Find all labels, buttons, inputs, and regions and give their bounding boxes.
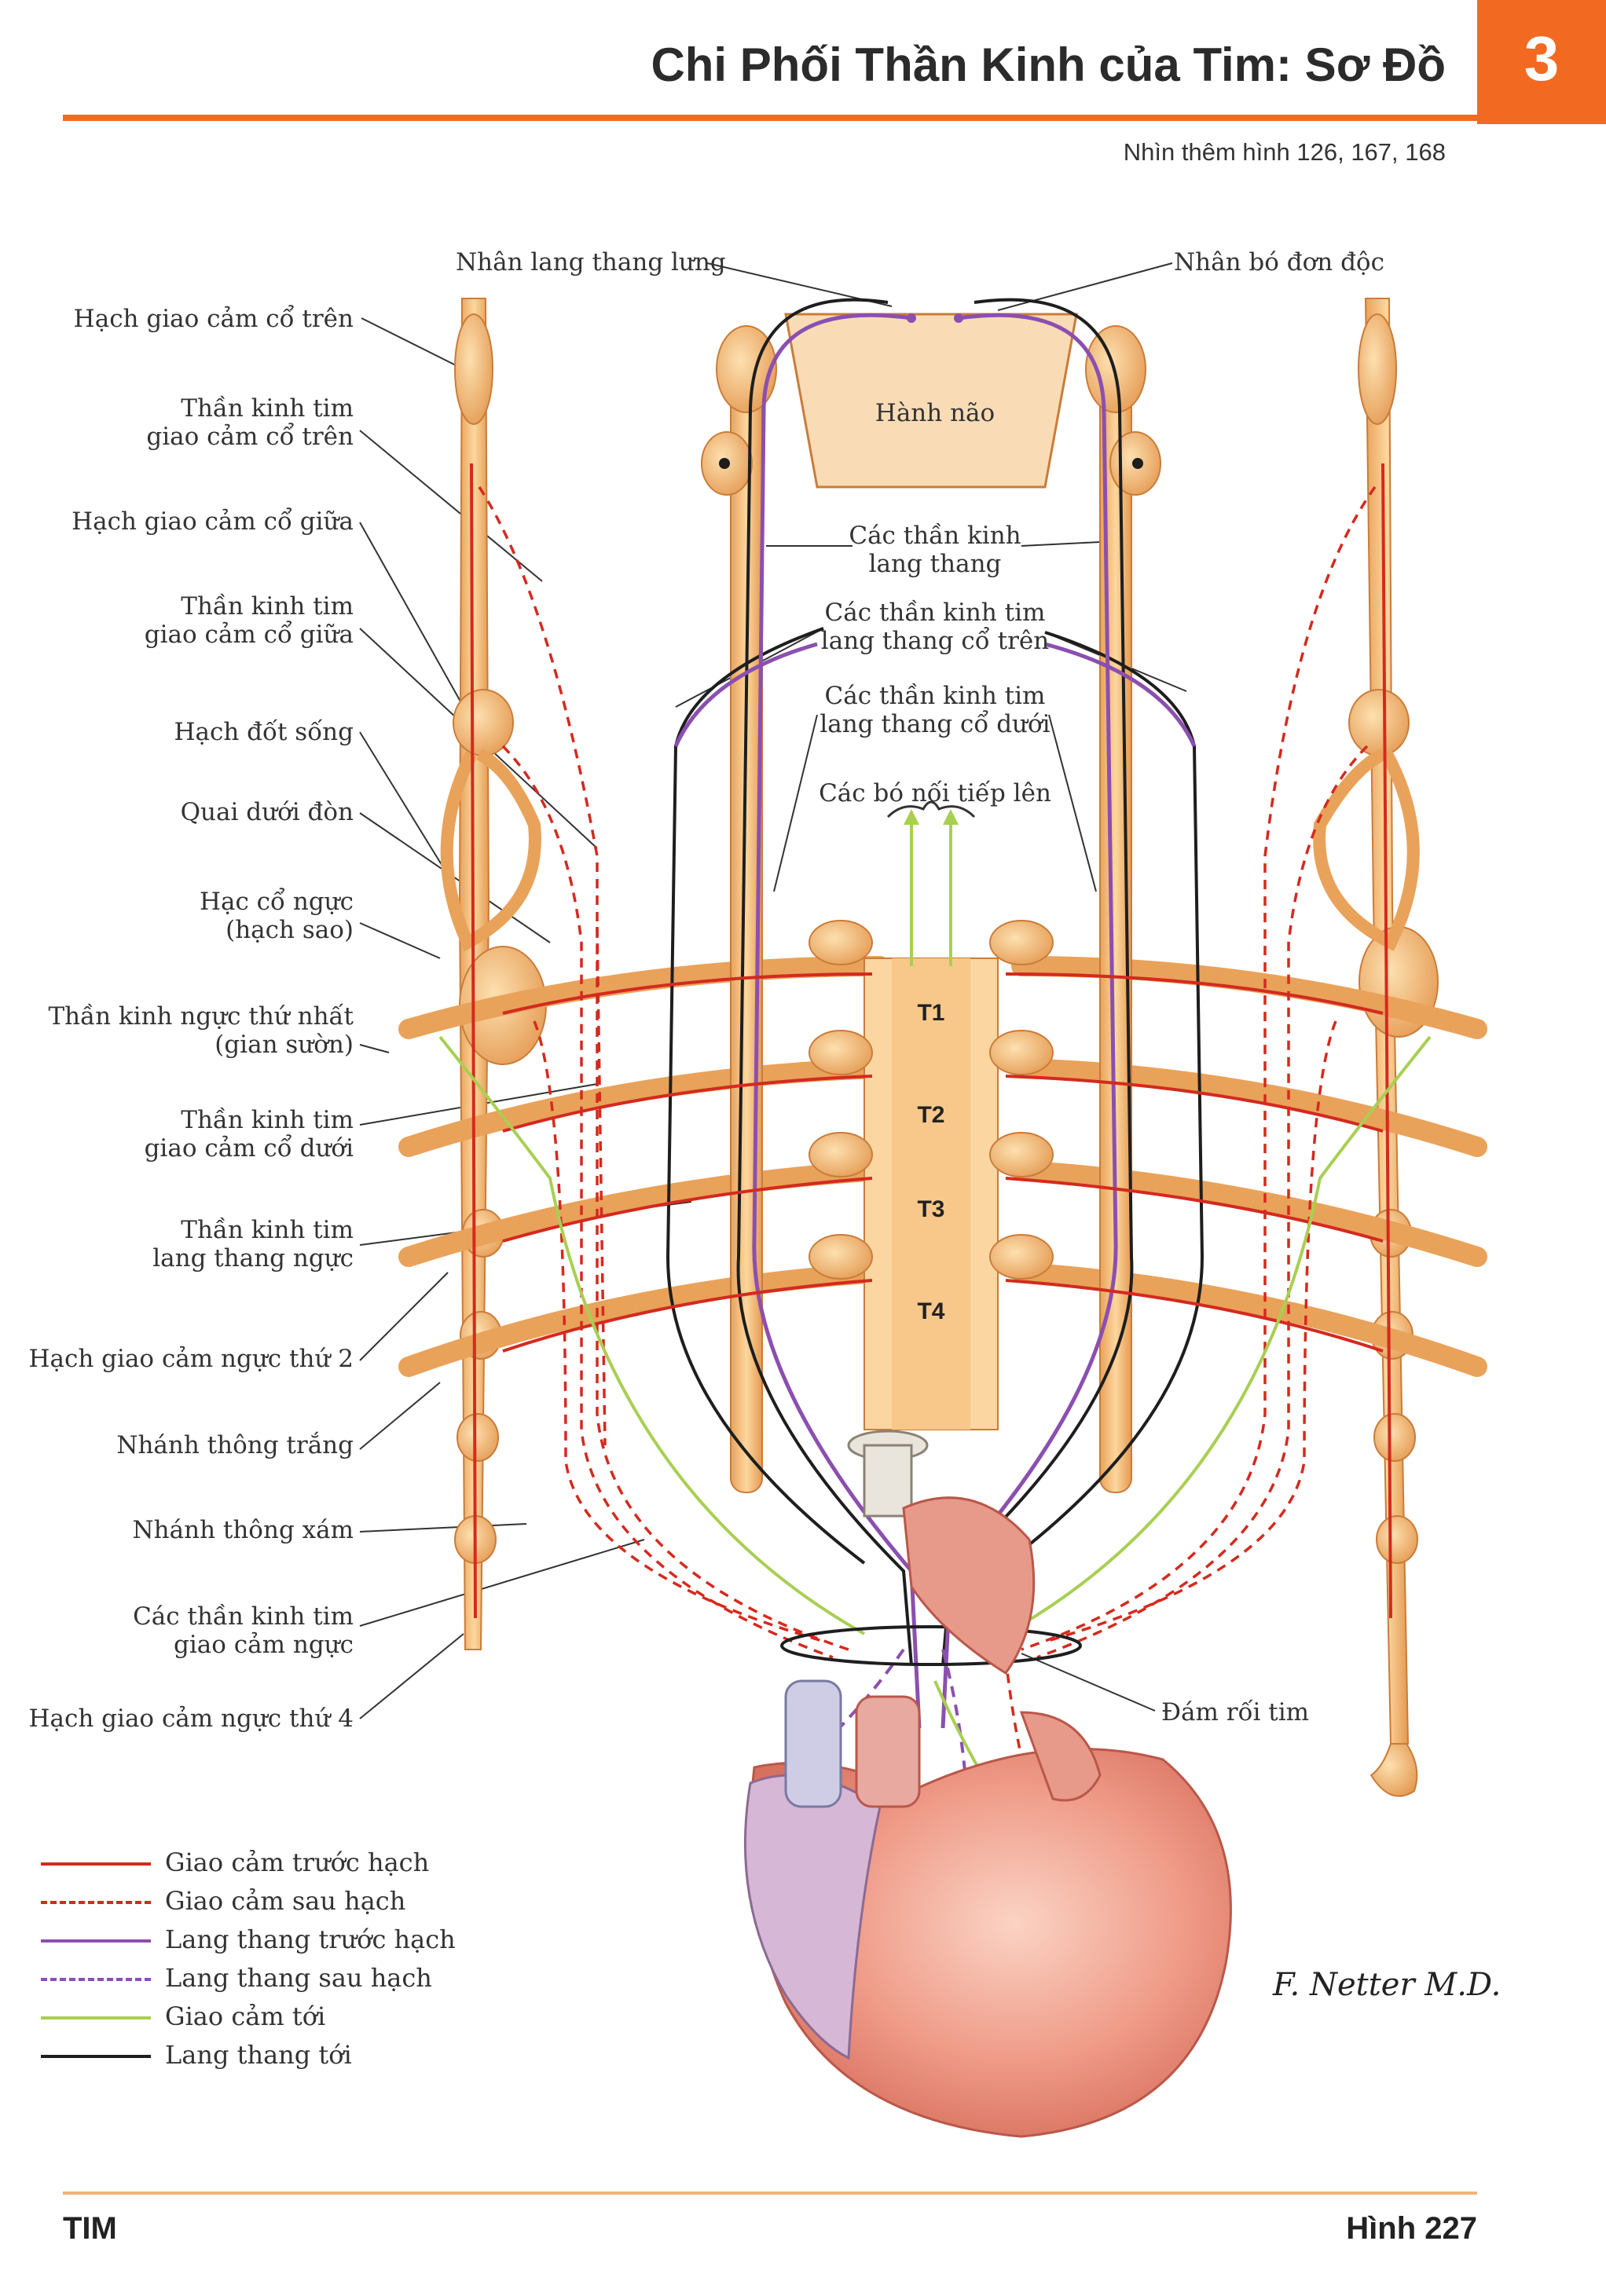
- see-also-reference: Nhìn thêm hình 126, 167, 168: [1123, 138, 1446, 166]
- artist-signature: F. Netter M.D.: [1272, 1967, 1501, 2003]
- vertebra-label-t3: T3: [917, 1196, 945, 1222]
- label-solitary-tract-nucleus: Nhân bó đơn độc: [1174, 248, 1384, 276]
- legend-label: Lang thang tới: [165, 2040, 352, 2070]
- label-middle-cervical-cardiac-nerve: Thần kinh tim giao cảm cổ giữa: [144, 592, 354, 649]
- page-title: Chi Phối Thần Kinh của Tim: Sơ Đồ: [651, 38, 1446, 91]
- legend-swatch-sympathetic-preganglionic: [41, 1862, 151, 1866]
- legend-label: Giao cảm tới: [165, 2001, 326, 2031]
- legend-swatch-vagal-preganglionic: [41, 1939, 151, 1943]
- vagus-node-markers: [719, 458, 1143, 469]
- heart-illustration: [743, 1430, 1232, 2138]
- label-gray-ramus: Nhánh thông xám: [132, 1516, 354, 1544]
- vertebra-label-t2: T2: [917, 1102, 945, 1128]
- label-cervicothoracic-ganglion: Hạc cổ ngực (hạch sao): [199, 888, 354, 944]
- sympathetic-postganglionic-paths: [478, 485, 1377, 2043]
- legend-swatch-sympathetic-postganglionic: [41, 1901, 151, 1904]
- legend-label: Lang thang sau hạch: [165, 1963, 432, 1993]
- legend-swatch-vagal-postganglionic: [41, 1978, 151, 1981]
- label-fourth-thoracic-ganglion: Hạch giao cảm ngực thứ 4: [28, 1705, 354, 1733]
- label-inferior-cervical-vagal-cardiac: Các thần kinh tim lang thang cổ dưới: [820, 682, 1050, 738]
- vertebra-label-t4: T4: [917, 1298, 945, 1324]
- vagal-afferent-paths: [666, 298, 1204, 1666]
- label-second-thoracic-ganglion: Hạch giao cảm ngực thứ 2: [28, 1345, 354, 1373]
- legend-label: Lang thang trước hạch: [165, 1924, 456, 1954]
- sympathetic-afferent-paths: [438, 825, 1432, 1926]
- label-inferior-cervical-cardiac-nerve: Thần kinh tim giao cảm cổ dưới: [144, 1106, 354, 1163]
- label-superior-cervical-ganglion: Hạch giao cảm cổ trên: [73, 305, 354, 333]
- nucleus-markers: [907, 313, 963, 323]
- label-thoracic-vagal-cardiac-nerve: Thần kinh tim lang thang ngực: [152, 1216, 354, 1273]
- label-superior-cervical-vagal-cardiac: Các thần kinh tim lang thang cổ trên: [820, 599, 1050, 655]
- ascending-tract-arrows: [904, 809, 959, 825]
- intercostal-nerves: [398, 956, 1487, 1377]
- spinal-root-ganglia: [808, 920, 1054, 1280]
- label-medulla: Hành não: [874, 399, 996, 427]
- legend-swatch-sympathetic-afferent: [41, 2016, 151, 2020]
- vertebra-label-t1: T1: [917, 1000, 945, 1026]
- legend-label: Giao cảm sau hạch: [165, 1886, 406, 1916]
- header-rule: [63, 115, 1477, 121]
- left-sympathetic-trunk: [440, 298, 547, 1650]
- label-vagus-nerves: Các thần kinh lang thang: [849, 522, 1021, 578]
- label-vertebral-ganglion: Hạch đốt sống: [174, 718, 354, 746]
- label-dorsal-vagal-nucleus: Nhân lang thang lưng: [456, 248, 726, 276]
- footer-figure-number: Hình 227: [1346, 2211, 1477, 2246]
- footer-section: TIM: [63, 2211, 117, 2246]
- vagal-preganglionic-paths: [673, 313, 1197, 1729]
- label-thoracic-sympathetic-cardiac-nerves: Các thần kinh tim giao cảm ngực: [133, 1602, 354, 1659]
- label-ascending-tracts: Các bó nối tiếp lên: [819, 779, 1051, 807]
- sympathetic-preganglionic-paths: [470, 463, 1392, 1619]
- footer-rule: [63, 2192, 1477, 2195]
- label-ansa-subclavia: Quai dưới đòn: [180, 798, 354, 826]
- legend-label: Giao cảm trước hạch: [165, 1847, 430, 1877]
- label-first-thoracic-nerve: Thần kinh ngực thứ nhất (gian sườn): [48, 1002, 354, 1059]
- ascending-brace: [886, 800, 976, 818]
- label-cardiac-plexus: Đám rối tim: [1161, 1698, 1310, 1727]
- legend-swatch-vagal-afferent: [41, 2055, 151, 2058]
- cardiac-plexus-ring: [780, 1625, 1082, 1666]
- label-superior-cervical-cardiac-nerve: Thần kinh tim giao cảm cổ trên: [146, 394, 354, 451]
- label-white-ramus: Nhánh thông trắng: [116, 1431, 354, 1459]
- label-middle-cervical-ganglion: Hạch giao cảm cổ giữa: [72, 507, 354, 536]
- chapter-badge: 3: [1477, 0, 1606, 124]
